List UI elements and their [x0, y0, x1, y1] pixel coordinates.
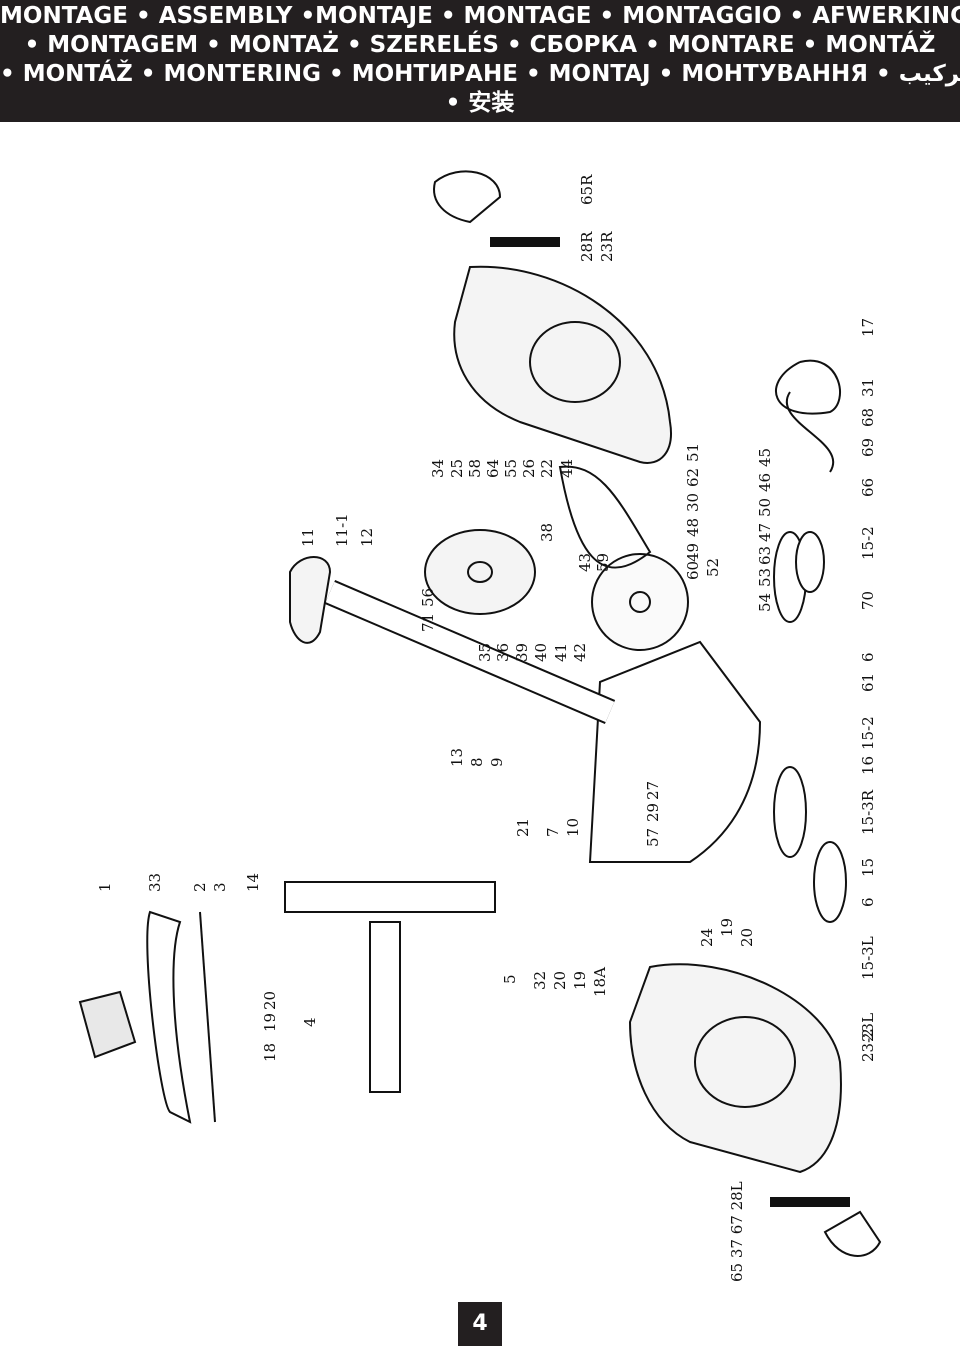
header-line-2: • MONTAGEM • MONTAŻ • SZERELÉS • СБОРКА … — [24, 32, 936, 58]
part-label: 4 — [301, 1017, 319, 1027]
part-label: 19 — [571, 971, 589, 990]
part-label: 56 — [419, 588, 437, 607]
part-label: 45 — [756, 448, 774, 467]
part-label: 63 — [756, 546, 774, 565]
multilingual-assembly-header: MONTAGE • ASSEMBLY •MONTAJE • MONTAGE • … — [0, 0, 960, 122]
part-label: 2 — [191, 882, 209, 892]
part-label-group: 1 33 2 3 14 4 18 19 20 5 32 20 19 18A 21… — [96, 174, 877, 1282]
part-label: 31 — [859, 378, 877, 397]
part-label: 3 — [211, 882, 229, 892]
part-label: 64 — [484, 459, 502, 478]
part-label: 46 — [756, 473, 774, 492]
part-label: 43 — [576, 553, 594, 572]
part-label: 1 — [96, 882, 114, 892]
part-label: 49 — [684, 543, 702, 562]
part-label: 15 — [859, 858, 877, 877]
part-label: 19 — [261, 1013, 279, 1032]
part-label: 61 — [859, 673, 877, 692]
part-label: 40 — [532, 643, 550, 662]
part-label: 7 — [544, 827, 562, 837]
part-label: 27 — [644, 781, 662, 800]
part-label: 12 — [358, 528, 376, 547]
part-label: 15-3R — [859, 789, 877, 835]
part-label: 19 — [718, 918, 736, 937]
part-label: 69 — [859, 438, 877, 457]
part-label: 25 — [448, 459, 466, 478]
part-label: 11-1 — [333, 513, 351, 547]
part-label: 20 — [738, 928, 756, 947]
part-label: 16 — [859, 756, 877, 775]
part-label: 33 — [146, 873, 164, 892]
part-label: 29 — [644, 803, 662, 822]
part-label: 30 — [684, 493, 702, 512]
part-label: 58 — [466, 459, 484, 478]
part-label: 60 — [684, 561, 702, 580]
part-label: 13 — [448, 748, 466, 767]
part-label: 52 — [704, 558, 722, 577]
page-number: 4 — [458, 1302, 502, 1346]
part-label: 59 — [594, 553, 612, 572]
part-label: 24 — [698, 928, 716, 947]
part-label: 65R — [578, 174, 596, 205]
line-art — [78, 170, 882, 1257]
part-label: 6 — [859, 897, 877, 907]
part-label: 15-2 — [859, 716, 877, 750]
part-label: 44 — [558, 459, 576, 478]
part-label: 51 — [684, 443, 702, 462]
part-label: 70 — [859, 591, 877, 610]
part-label: 11 — [299, 528, 317, 547]
part-label: 39 — [513, 643, 531, 662]
part-label: 14 — [244, 873, 262, 892]
part-label: 54 — [756, 593, 774, 612]
part-label: 28R — [578, 231, 596, 262]
part-label: 15-2 — [859, 526, 877, 560]
part-label: 20 — [551, 971, 569, 990]
exploded-assembly-diagram: 1 33 2 3 14 4 18 19 20 5 32 20 19 18A 21… — [78, 170, 882, 1282]
part-label: 18A — [591, 967, 609, 997]
part-label: 48 — [684, 518, 702, 537]
part-label: 65 37 67 28L — [728, 1181, 746, 1282]
part-label: 55 — [502, 459, 520, 478]
header-line-4: • 安装 — [445, 90, 515, 116]
part-label: 9 — [488, 757, 506, 767]
part-label: 32 — [531, 971, 549, 990]
header-line-1: MONTAGE • ASSEMBLY •MONTAJE • MONTAGE • … — [0, 3, 960, 29]
part-label: 5 — [501, 974, 519, 984]
header-line-3: • MONTÁŽ • MONTERING • МОНТИРАНЕ • MONTA… — [0, 61, 960, 87]
part-label: 68 — [859, 408, 877, 427]
part-label: 10 — [564, 818, 582, 837]
part-label: 21 — [514, 818, 532, 837]
part-label: 8 — [468, 757, 486, 767]
part-label: 34 — [429, 459, 447, 478]
part-label: 17 — [859, 318, 877, 337]
part-label: 36 — [494, 643, 512, 662]
part-label: 23L — [859, 1013, 877, 1042]
part-label: 26 — [520, 459, 538, 478]
part-label: 57 — [644, 828, 662, 847]
part-label: 42 — [571, 643, 589, 662]
part-label: 18 — [261, 1043, 279, 1062]
part-label: 22 — [538, 459, 556, 478]
part-label: 62 — [684, 468, 702, 487]
part-label: 66 — [859, 478, 877, 497]
part-label: 53 — [756, 568, 774, 587]
part-label: 20 — [261, 991, 279, 1010]
part-label: 35 — [476, 643, 494, 662]
part-label: 6 — [859, 652, 877, 662]
part-label: 41 — [552, 643, 570, 662]
part-label: 47 — [756, 523, 774, 542]
part-label: 15-3L — [859, 936, 877, 980]
part-label: 50 — [756, 498, 774, 517]
part-label: 71 — [419, 613, 437, 632]
part-label: 38 — [538, 523, 556, 542]
part-label: 23-2 — [859, 1028, 877, 1062]
part-label: 23R — [598, 231, 616, 262]
